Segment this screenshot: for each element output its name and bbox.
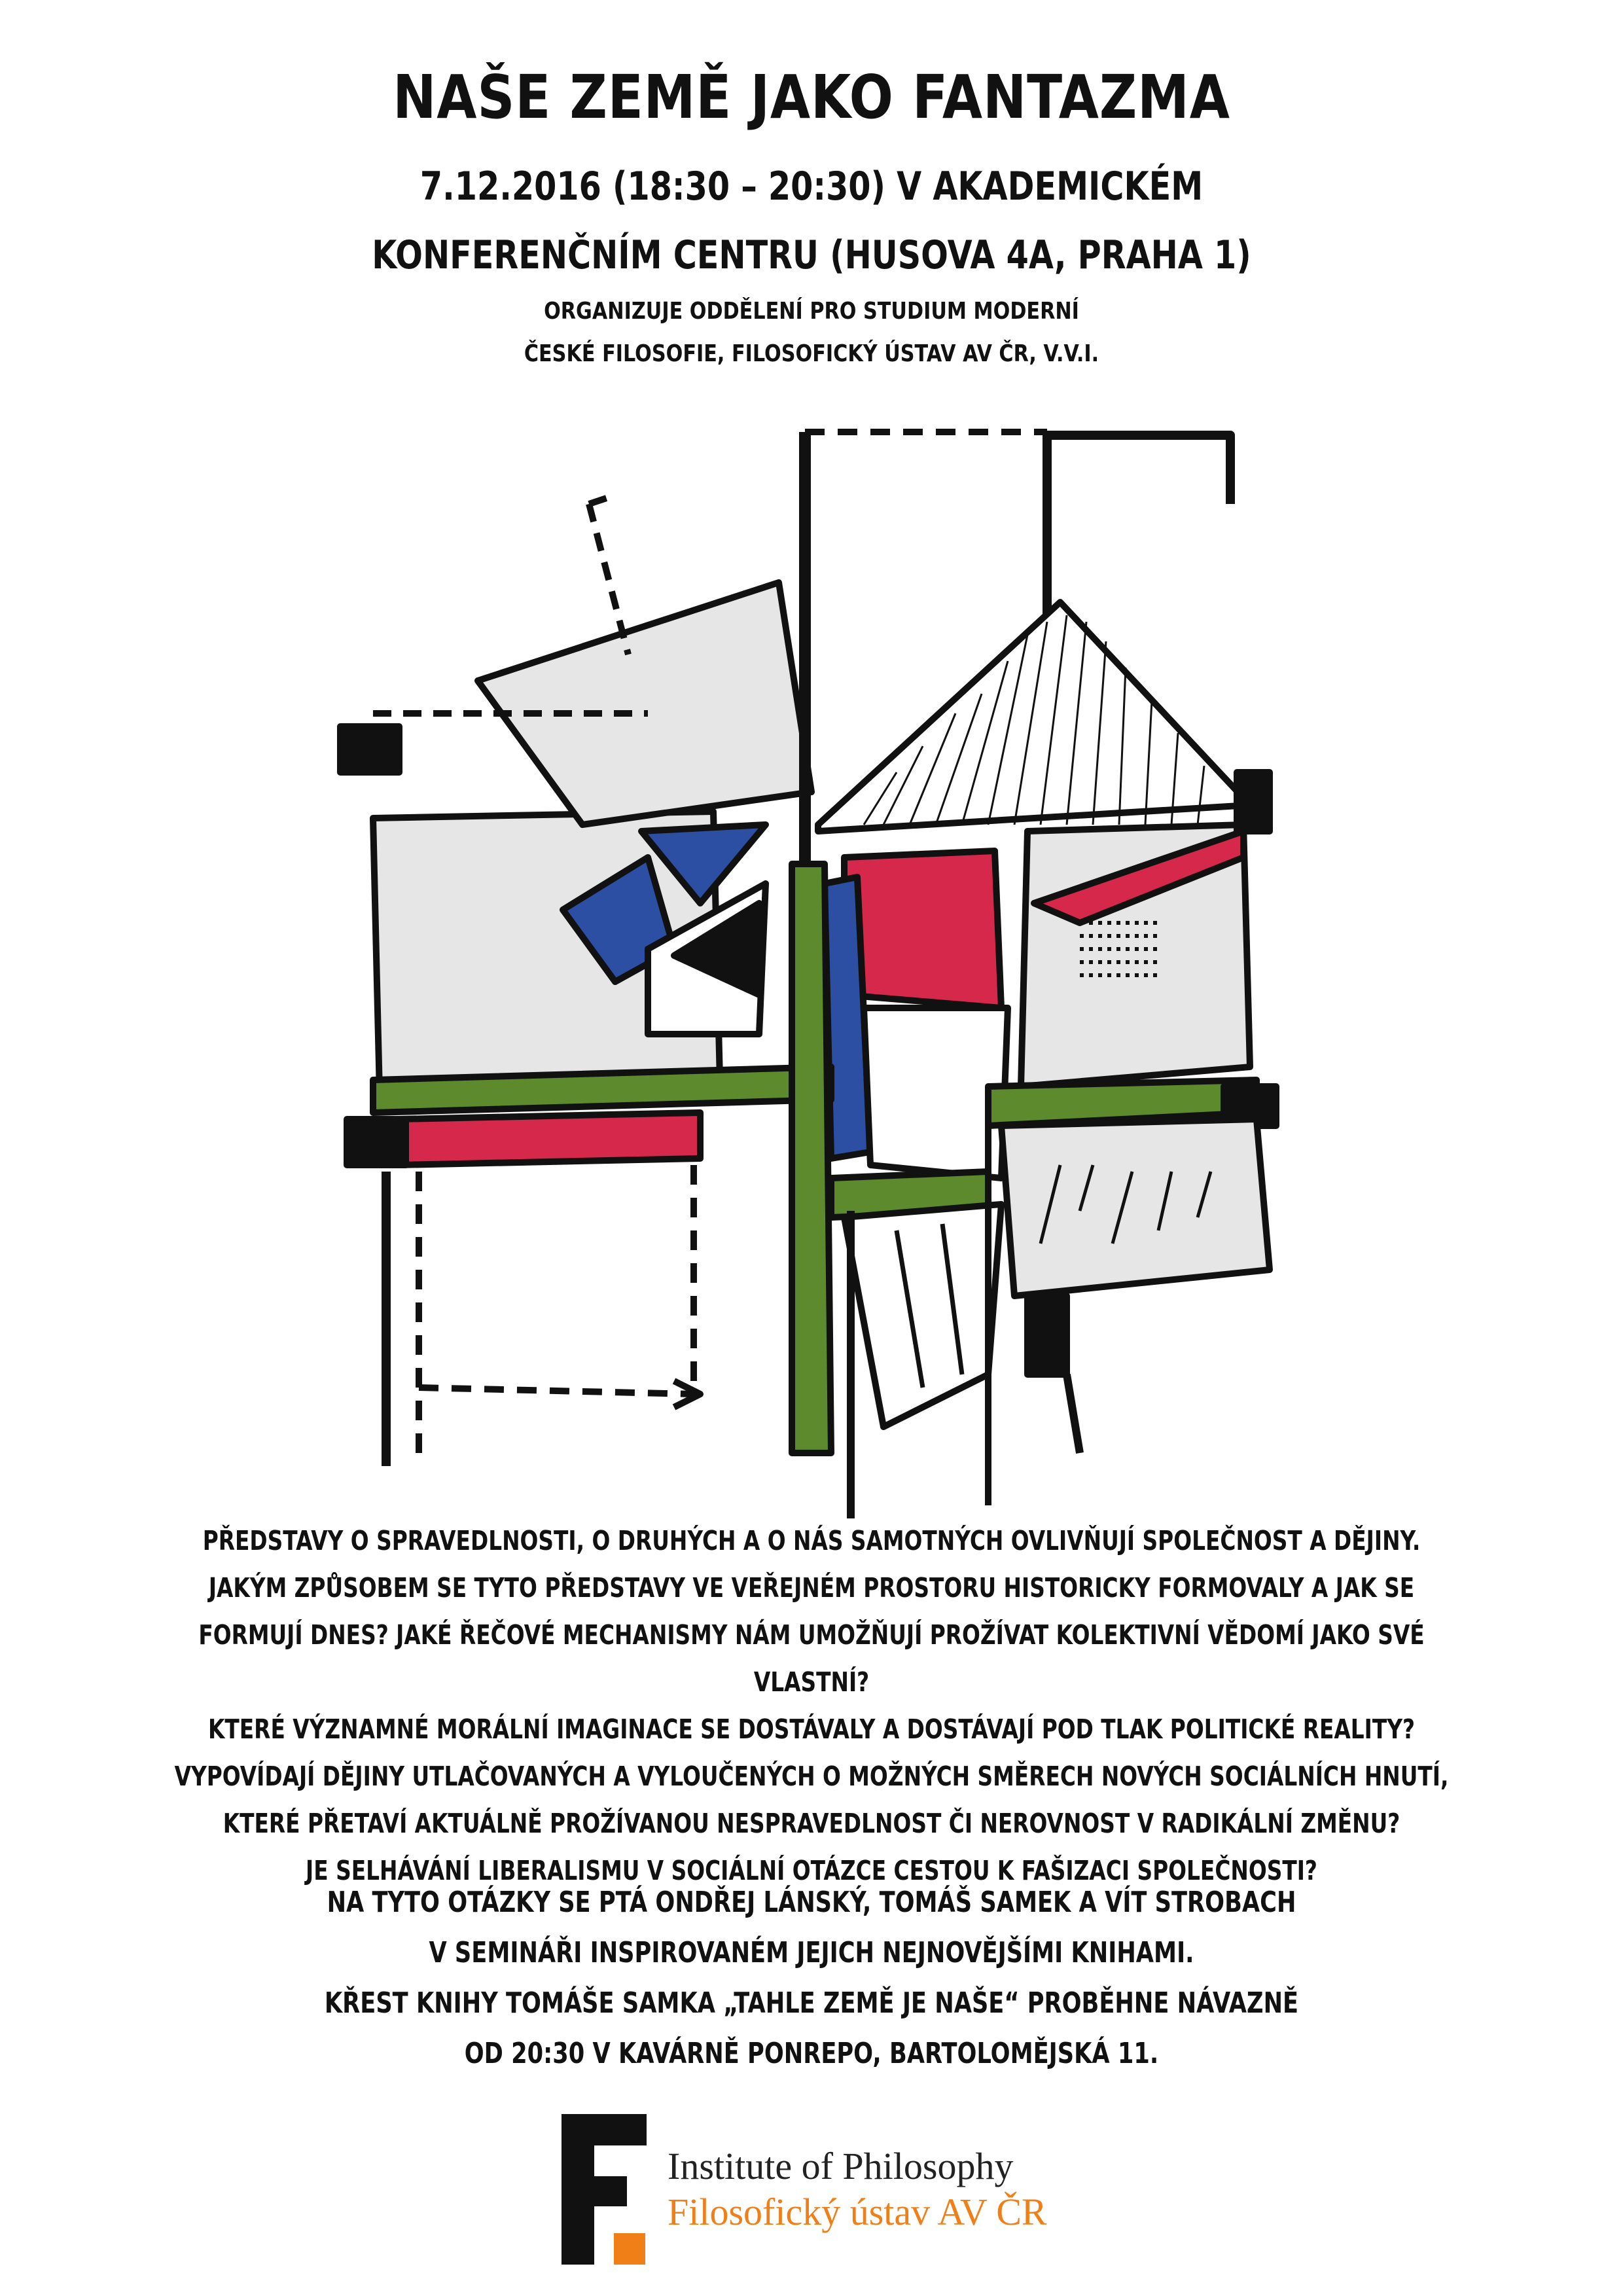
institute-name-cz: Filosofický ústav AV ČR [668, 2191, 1047, 2233]
question-line: KTERÉ PŘETAVÍ AKTUÁLNĚ PROŽÍVANOU NESPRA… [223, 1808, 1400, 1839]
questions-paragraph: PŘEDSTAVY O SPRAVEDLNOSTI, O DRUHÝCH A O… [162, 1517, 1461, 1894]
question-line: JAKÝM ZPŮSOBEM SE TYTO PŘEDSTAVY VE VEŘE… [208, 1572, 1415, 1604]
announcement-line: KŘEST KNIHY TOMÁŠE SAMKA „TAHLE ZEMĚ JE … [324, 1986, 1299, 2020]
question-line: PŘEDSTAVY O SPRAVEDLNOSTI, O DRUHÝCH A O… [202, 1525, 1421, 1556]
organizer-line1: ORGANIZUJE ODDĚLENÍ PRO STUDIUM MODERNÍ [544, 298, 1079, 325]
organizer-line2: ČESKÉ FILOSOFIE, FILOSOFICKÝ ÚSTAV AV ČR… [524, 340, 1099, 367]
announcement-line: OD 20:30 V KAVÁRNĚ PONREPO, BARTOLOMĚJSK… [464, 2037, 1159, 2070]
institute-name: Institute of Philosophy Filosofický ústa… [668, 2144, 1047, 2235]
event-date-venue-line2: KONFERENČNÍM CENTRU (HUSOVA 4A, PRAHA 1) [372, 232, 1251, 278]
announcement-line: NA TYTO OTÁZKY SE PTÁ ONDŘEJ LÁNSKÝ, TOM… [327, 1886, 1296, 1919]
abstract-house-sketch-icon [337, 429, 1279, 1518]
announcement-paragraph: NA TYTO OTÁZKY SE PTÁ ONDŘEJ LÁNSKÝ, TOM… [162, 1877, 1461, 2079]
question-line: VYPOVÍDAJÍ DĚJINY UTLAČOVANÝCH A VYLOUČE… [174, 1761, 1449, 1792]
announcement-line: V SEMINÁŘI INSPIROVANÉM JEJICH NEJNOVĚJŠ… [429, 1936, 1194, 1969]
institute-name-en: Institute of Philosophy [668, 2145, 1014, 2187]
event-date-venue-line1: 7.12.2016 (18:30 – 20:30) V AKADEMICKÉM [419, 164, 1204, 209]
question-line: JE SELHÁVÁNÍ LIBERALISMU V SOCIÁLNÍ OTÁZ… [306, 1855, 1317, 1886]
question-line: FORMUJÍ DNES? JAKÉ ŘEČOVÉ MECHANISMY NÁM… [198, 1619, 1425, 1698]
institute-f-logo-icon [562, 2114, 647, 2265]
question-line: KTERÉ VÝZNAMNÉ MORÁLNÍ IMAGINACE SE DOST… [207, 1713, 1416, 1745]
poster-title: NAŠE ZEMĚ JAKO FANTAZMA [393, 62, 1230, 132]
